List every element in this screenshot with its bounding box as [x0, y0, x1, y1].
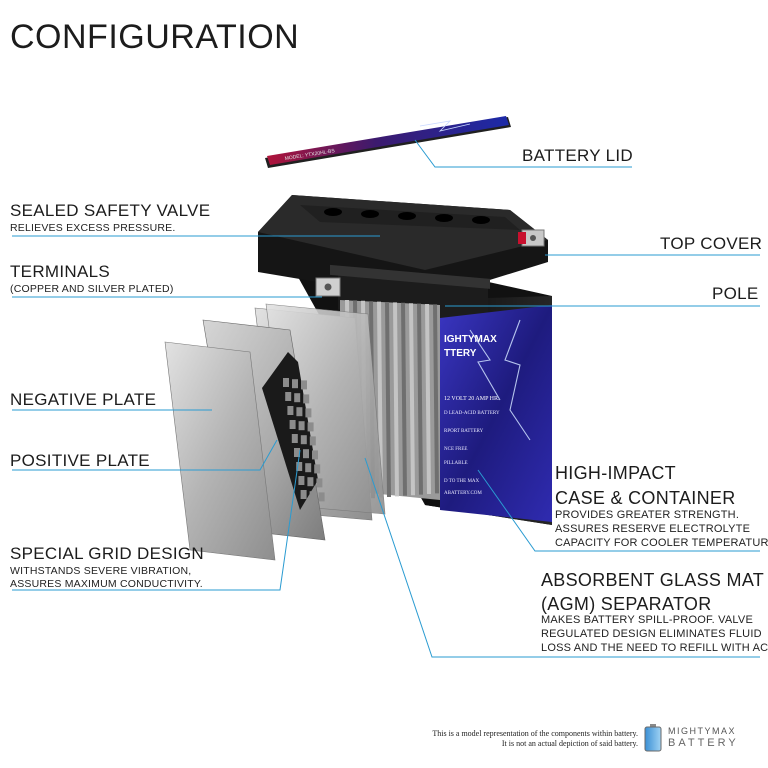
grid-hole	[312, 450, 318, 460]
label-high-impact-sub-3: CAPACITY FOR COOLER TEMPERATURES.	[555, 537, 768, 549]
label-high-impact-2: CASE & CONTAINER	[555, 488, 736, 508]
grid-hole	[300, 490, 307, 499]
face-line-4: NCE FREE	[444, 447, 467, 452]
grid-hole	[314, 464, 321, 474]
grid-hole	[291, 434, 298, 443]
grid-hole	[300, 435, 307, 445]
grid-hole	[287, 406, 294, 415]
grid-hole	[298, 476, 305, 485]
leader-lines	[12, 139, 760, 658]
disclaimer-line-2: It is not an actual depiction of said ba…	[501, 739, 638, 748]
grid-hole	[307, 422, 314, 432]
negative-plate	[164, 341, 276, 561]
battery-lid: MODEL: YTX20HL-BS	[265, 116, 511, 168]
battery-label-face: IGHTYMAX TTERY 12 VOLT 20 AMP HR. D LEAD…	[440, 305, 552, 522]
brand-line-2: TTERY	[444, 348, 477, 359]
label-agm-2: (AGM) SEPARATOR	[541, 594, 712, 614]
label-agm-1: ABSORBENT GLASS MAT	[541, 570, 765, 590]
label-positive-plate: POSITIVE PLATE	[10, 451, 150, 470]
stack-plate-edge	[425, 304, 431, 494]
terminal-positive	[518, 229, 545, 247]
grid-hole	[305, 463, 312, 473]
label-terminals: TERMINALS	[10, 262, 110, 281]
stack-plate-edge	[401, 302, 407, 496]
stack-plate-edge	[393, 302, 399, 497]
stack-plate-edge	[385, 302, 391, 497]
lid-lightning-icon	[419, 120, 471, 132]
disclaimer-line-1: This is a model representation of the co…	[432, 729, 638, 738]
label-terminals-sub: (COPPER AND SILVER PLATED)	[10, 283, 174, 295]
face-url: ABATTERY.COM	[444, 491, 482, 496]
label-grid-design-sub-1: WITHSTANDS SEVERE VIBRATION,	[10, 565, 192, 577]
face-line-5: PILLABLE	[444, 461, 468, 466]
lightning-icon	[469, 319, 531, 441]
stack-plate-edge	[433, 304, 439, 494]
label-agm-sub-3: LOSS AND THE NEED TO REFILL WITH ACID.	[541, 642, 768, 654]
label-agm-sub-2: REGULATED DESIGN ELIMINATES FLUID	[541, 628, 762, 640]
grid-hole	[303, 449, 309, 459]
grid-hole	[285, 392, 292, 401]
grid-hole	[296, 407, 303, 417]
label-high-impact-sub-1: PROVIDES GREATER STRENGTH.	[555, 509, 740, 521]
label-sealed-safety-valve-sub: RELIEVES EXCESS PRESSURE.	[10, 222, 176, 234]
label-battery-lid: BATTERY LID	[522, 146, 634, 165]
label-high-impact-sub-2: ASSURES RESERVE ELECTROLYTE	[555, 523, 751, 535]
label-top-cover: TOP COVER	[660, 234, 763, 253]
logo-text-1: MIGHTYMAX	[668, 726, 737, 736]
grid-hole	[289, 420, 296, 429]
grid-hole	[309, 436, 316, 446]
grid-hole	[283, 378, 289, 387]
grid-hole	[316, 478, 323, 488]
terminal-negative	[315, 277, 341, 297]
battery-logo-icon	[644, 724, 662, 752]
grid-hole	[296, 462, 303, 471]
grid-hole	[294, 448, 300, 457]
grid-hole	[305, 408, 312, 418]
label-high-impact-1: HIGH-IMPACT	[555, 463, 676, 483]
page-title: CONFIGURATION	[10, 18, 300, 56]
label-grid-design-sub-2: ASSURES MAXIMUM CONDUCTIVITY.	[10, 578, 203, 590]
type-text: D LEAD-ACID BATTERY	[444, 411, 500, 416]
grid-hole	[309, 491, 316, 501]
brand-line-1: IGHTYMAX	[444, 334, 497, 345]
label-negative-plate: NEGATIVE PLATE	[10, 390, 157, 409]
face-line-6: D TO THE MAX	[444, 479, 480, 484]
label-agm-sub-1: MAKES BATTERY SPILL-PROOF. VALVE	[541, 614, 754, 626]
grid-hole	[318, 492, 325, 502]
face-line-3: RPORT BATTERY	[444, 429, 484, 434]
label-pole: POLE	[712, 284, 759, 303]
grid-hole	[303, 394, 310, 404]
grid-hole	[298, 421, 305, 431]
stack-plate-edge	[417, 303, 423, 495]
label-special-grid-design: SPECIAL GRID DESIGN	[10, 544, 205, 563]
grid-hole	[292, 379, 298, 389]
grid-hole	[294, 393, 301, 403]
disclaimer: This is a model representation of the co…	[432, 729, 638, 749]
spec-text: 12 VOLT 20 AMP HR.	[444, 396, 500, 402]
grid-holes	[283, 378, 325, 502]
vent-caps	[324, 208, 490, 224]
grid-hole	[307, 477, 314, 487]
grid-hole	[301, 380, 307, 390]
label-sealed-safety-valve: SEALED SAFETY VALVE	[10, 201, 211, 220]
top-cover	[258, 195, 548, 323]
stack-plate-edge	[409, 303, 415, 496]
logo-text-2: BATTERY	[668, 737, 739, 749]
